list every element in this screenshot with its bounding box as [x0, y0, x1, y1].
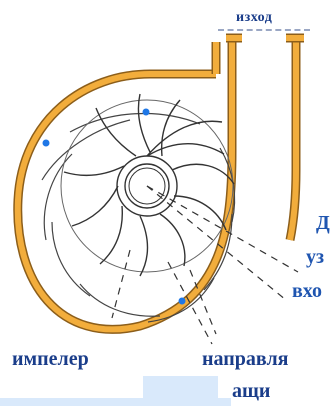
guide-vanes — [42, 114, 235, 322]
blue-dot-marker-top — [143, 109, 150, 116]
guide-vanes-label-line1: направля — [202, 348, 288, 371]
blue-dot-marker-left — [43, 140, 50, 147]
side-label-line2: уз — [306, 246, 324, 269]
blue-dot-marker-bottom — [179, 298, 186, 305]
side-label-line3: вхо — [292, 280, 322, 303]
outlet-underline — [218, 29, 310, 31]
outlet-label: изход — [236, 10, 272, 26]
impeller-label: импелер — [12, 348, 89, 371]
side-label-line1: Д — [316, 212, 330, 235]
impeller-blades — [64, 94, 234, 276]
guide-vanes-label-line2: ащи — [232, 380, 270, 403]
leader-lines — [112, 186, 298, 344]
